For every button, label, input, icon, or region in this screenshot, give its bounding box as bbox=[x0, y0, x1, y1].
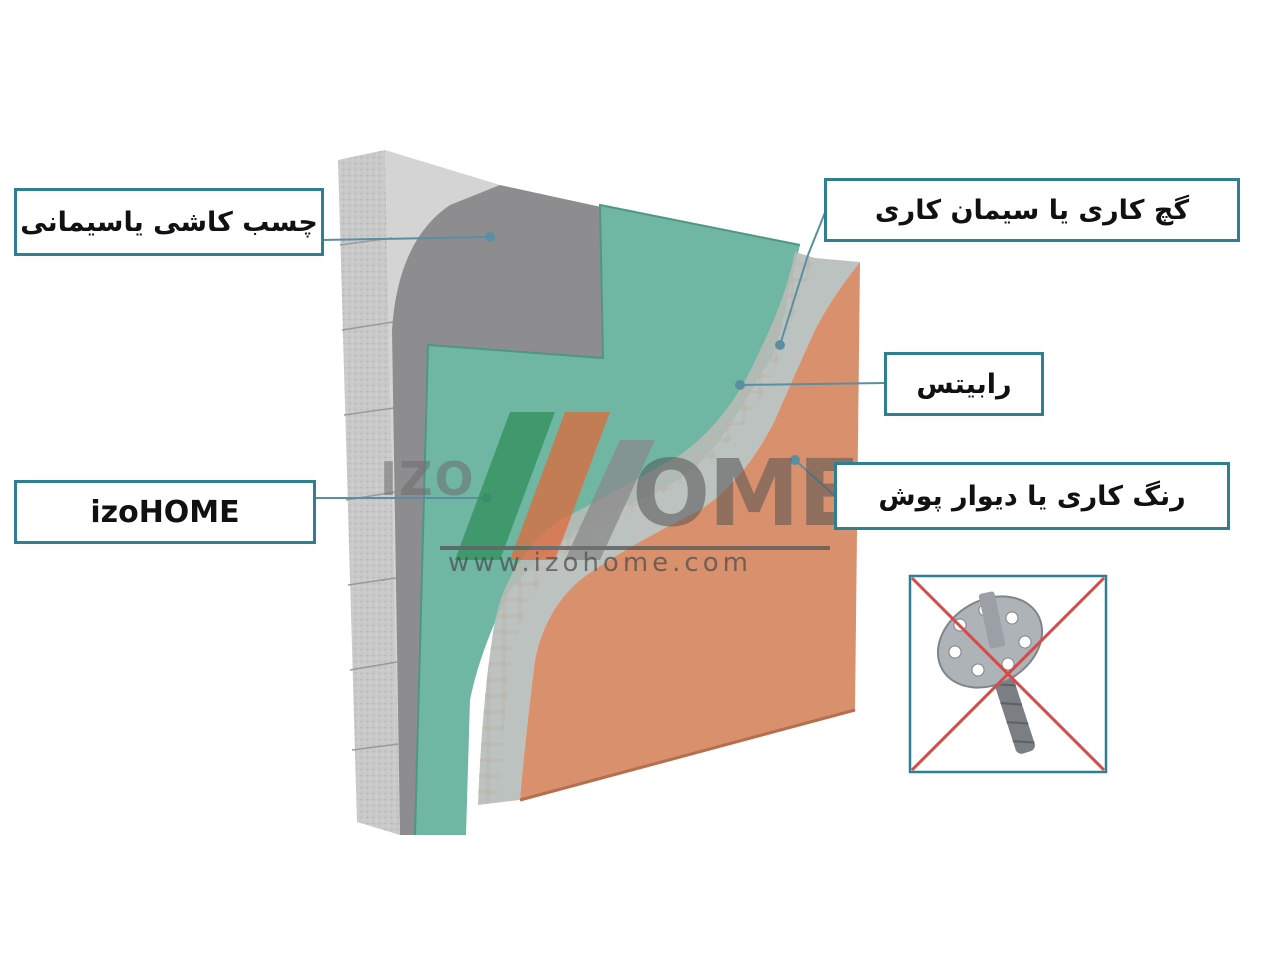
callout-mesh: رابیتس bbox=[884, 352, 1044, 416]
plaster-layer bbox=[478, 252, 860, 805]
insulation-board bbox=[415, 205, 800, 835]
paint-layer bbox=[520, 262, 860, 800]
callout-insulation-label: izoHOME bbox=[90, 494, 240, 530]
callout-plaster: گچ کاری یا سیمان کاری bbox=[824, 178, 1240, 242]
callout-insulation: izoHOME bbox=[14, 480, 316, 544]
callout-mesh-label: رابیتس bbox=[916, 368, 1012, 400]
callout-adhesive-label: چسب کاشی یاسیمانی bbox=[20, 206, 318, 238]
watermark-url: www.izohome.com bbox=[448, 548, 752, 578]
callout-adhesive: چسب کاشی یاسیمانی bbox=[14, 188, 324, 256]
strike-lines bbox=[910, 576, 1106, 772]
crossed-out-insulation-anchor-icon bbox=[908, 574, 1108, 774]
watermark-izo: IZO bbox=[380, 452, 476, 506]
callout-plaster-label: گچ کاری یا سیمان کاری bbox=[874, 194, 1190, 226]
callout-paint-label: رنگ کاری یا دیوار پوش bbox=[878, 480, 1186, 512]
callout-paint: رنگ کاری یا دیوار پوش bbox=[834, 462, 1230, 530]
watermark-logo-marks bbox=[440, 412, 830, 560]
leader-lines bbox=[316, 209, 885, 499]
adhesive-layer bbox=[392, 185, 615, 835]
watermark-ome: OME bbox=[632, 440, 861, 547]
